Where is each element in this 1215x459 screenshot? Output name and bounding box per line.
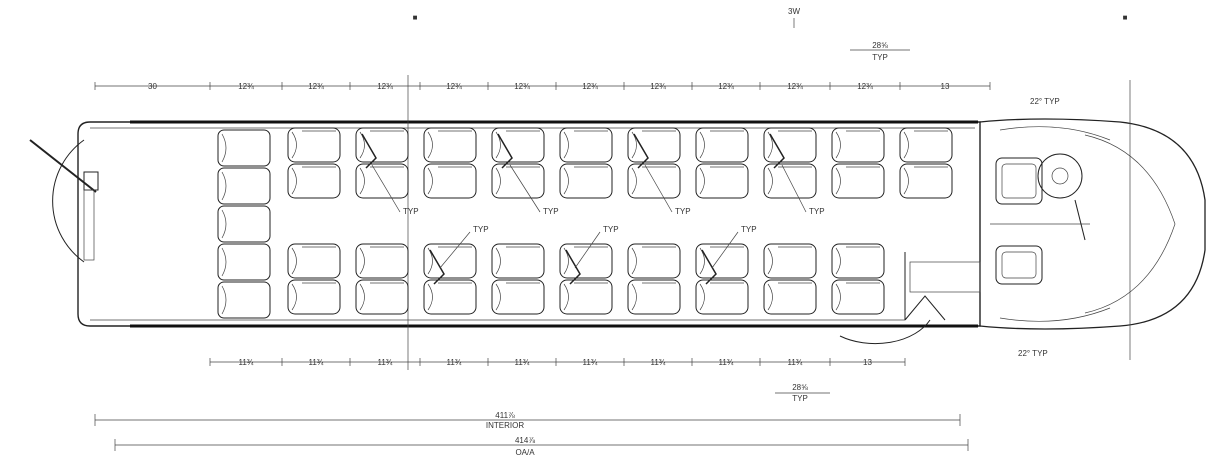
- steering-wheel: [1037, 153, 1083, 199]
- top-dimension-chain: 30 12¾ 12¾ 12¾ 12¾ 12¾ 12¾ 12¾ 12¾ 12¾ 12¾ 13: [94, 82, 991, 91]
- driver-seat: [995, 157, 1043, 205]
- bench-seat: [217, 243, 271, 281]
- dimension-label: 30: [148, 82, 157, 91]
- seat-typ-callout: TYP: [741, 225, 757, 234]
- passenger-seat-pair: [559, 243, 613, 315]
- passenger-seat-pair: [355, 127, 409, 199]
- svg-text:■: ■: [413, 13, 418, 22]
- dimension-label: 13: [863, 358, 872, 367]
- interior-length: 411⅞: [495, 411, 515, 420]
- dimension-label: 12¾: [650, 82, 666, 91]
- passenger-seat-pair: [831, 127, 885, 199]
- overall-length: 414⅞: [515, 436, 535, 445]
- interior-label: INTERIOR: [486, 421, 524, 430]
- seat-row-streetside: TYP TYP TYP: [287, 225, 885, 315]
- bench-seat: [217, 129, 271, 167]
- label-typ-top: TYP: [872, 53, 888, 62]
- passenger-seat-pair: [423, 127, 477, 199]
- passenger-seat: [995, 245, 1043, 285]
- passenger-seat-pair: [355, 243, 409, 315]
- passenger-seat-pair: [899, 127, 953, 199]
- dimension-label: 12¾: [857, 82, 873, 91]
- dimension-label: 11¾: [583, 358, 598, 367]
- seat-typ-callout: TYP: [675, 207, 691, 216]
- driver-cab: [979, 80, 1206, 360]
- bench-seat: [217, 205, 271, 243]
- seat-typ-callout: TYP: [403, 207, 419, 216]
- label-28-bottom: 28⅝: [792, 383, 808, 392]
- passenger-seat-pair: [627, 127, 681, 199]
- label-typ-bottom: TYP: [792, 394, 808, 403]
- dimension-label: 11¾: [447, 358, 462, 367]
- dimension-label: 12¾: [718, 82, 734, 91]
- passenger-seat-pair: [559, 127, 613, 199]
- bus-body: [77, 75, 981, 370]
- dimension-label: 11¾: [515, 358, 530, 367]
- dimension-label: 11¾: [788, 358, 803, 367]
- entry-door: [839, 252, 981, 345]
- passenger-seat-pair: [763, 127, 817, 199]
- bottom-labels: 28⅝ TYP 411⅞ INTERIOR 414⅞ OA/A: [94, 383, 969, 457]
- overall-label: OA/A: [515, 448, 535, 457]
- bottom-dimension-chain: 11¾ 11¾ 11¾ 11¾ 11¾ 11¾ 11¾ 11¾ 11¾ 13: [209, 358, 906, 367]
- rear-door: [29, 139, 99, 263]
- passenger-seat-pair: [491, 127, 545, 199]
- passenger-seat-pair: [287, 243, 341, 315]
- cab-callout-top: 22° TYP: [1030, 97, 1060, 106]
- label-28-top: 28⅝: [872, 41, 888, 50]
- passenger-seat-pair: [831, 243, 885, 315]
- cab-callout-bottom: 22° TYP: [1018, 349, 1048, 358]
- dimension-label: 11¾: [651, 358, 666, 367]
- svg-text:■: ■: [1123, 13, 1128, 22]
- dimension-label: 12¾: [446, 82, 462, 91]
- seat-typ-callout: TYP: [603, 225, 619, 234]
- dimension-label: 12¾: [787, 82, 803, 91]
- passenger-seat-pair: [763, 243, 817, 315]
- dimension-label: 11¾: [239, 358, 254, 367]
- dimension-label: 12¾: [308, 82, 324, 91]
- dimension-label: 11¾: [719, 358, 734, 367]
- dimension-label: 11¾: [378, 358, 393, 367]
- bench-seat: [217, 281, 271, 319]
- rear-bench-seat: [217, 129, 271, 319]
- dimension-label: 13: [941, 82, 950, 91]
- dimension-label: 11¾: [309, 358, 324, 367]
- dimension-label: 12¾: [377, 82, 393, 91]
- seat-row-curbside: TYP TYP TYP TYP: [287, 127, 953, 216]
- bench-seat: [217, 167, 271, 205]
- passenger-seat-pair: [491, 243, 545, 315]
- dimension-label: 12¾: [514, 82, 530, 91]
- passenger-seat-pair: [287, 127, 341, 199]
- passenger-seat-pair: [627, 243, 681, 315]
- dimension-label: 12¾: [582, 82, 598, 91]
- seat-typ-callout: TYP: [473, 225, 489, 234]
- passenger-seat-pair: [695, 127, 749, 199]
- label-3w: 3W: [788, 7, 800, 16]
- top-labels: 3W ■ ■ 28⅝ TYP 22° TYP 22° TYP: [413, 7, 1128, 358]
- seat-typ-callout: TYP: [543, 207, 559, 216]
- seat-typ-callout: TYP: [809, 207, 825, 216]
- dimension-label: 12¾: [238, 82, 254, 91]
- passenger-seat-pair: [423, 243, 477, 315]
